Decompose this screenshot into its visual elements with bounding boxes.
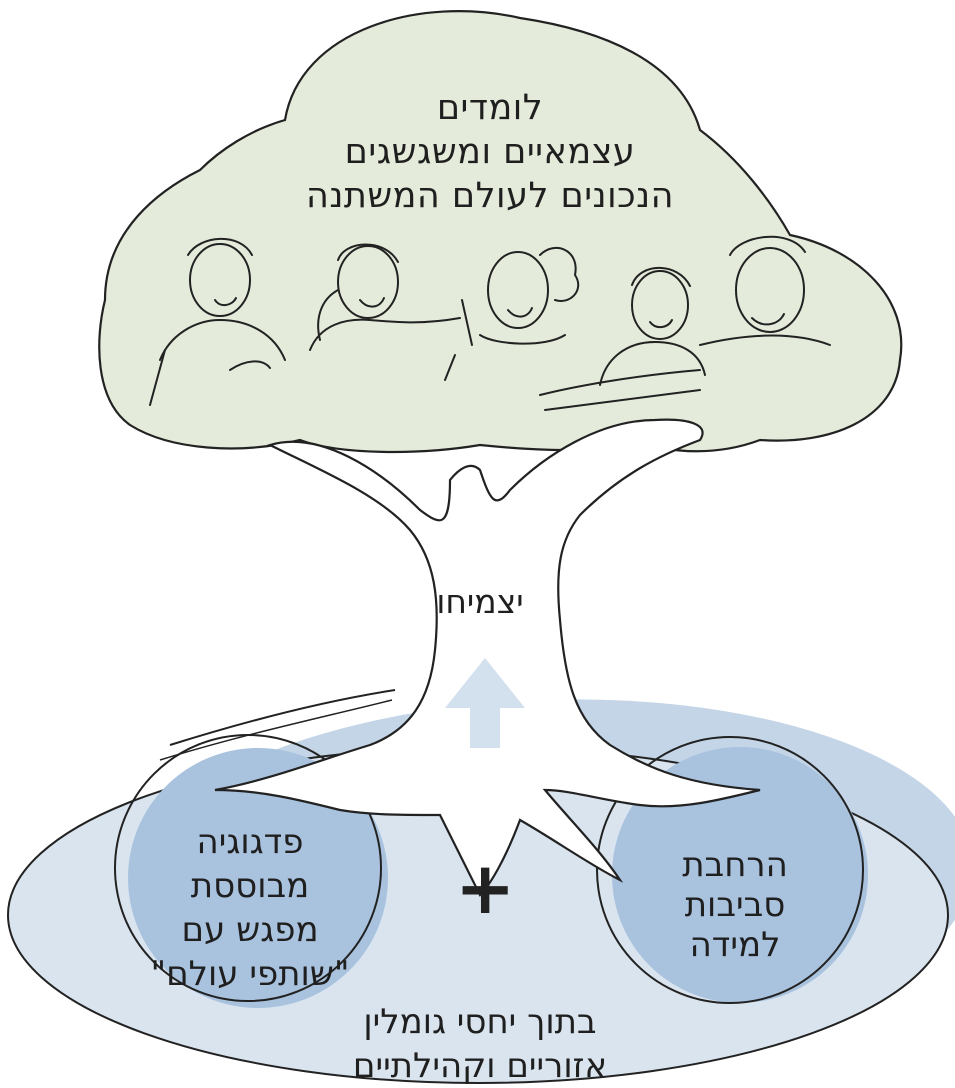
person-figure: [444, 246, 580, 381]
crown-line: לומדים: [436, 88, 544, 128]
person-figure: [309, 243, 473, 351]
ground-caption: בתוך יחסי גומלין אזוריים וקהילתיים: [300, 1000, 660, 1088]
left-root-line: "שותפי עולם": [150, 954, 350, 994]
ground-line: אזוריים וקהילתיים: [352, 1046, 608, 1086]
right-root-line: למידה: [689, 925, 781, 965]
person-figure: [539, 235, 831, 411]
sketch-line: [169, 689, 396, 746]
group-of-five-people-illustration: [149, 235, 831, 411]
ground-line: בתוך יחסי גומלין: [363, 1002, 597, 1042]
right-circle-fill: [612, 747, 868, 1003]
sketch-line: [159, 699, 393, 761]
right-root-line: הרחבת: [682, 845, 788, 885]
left-root-caption: פדגוגיה מבוססת מפגש עם "שותפי עולם": [120, 820, 380, 996]
left-root-line: מפגש עם: [181, 910, 319, 950]
plus-icon: +: [455, 846, 516, 930]
left-circle: [114, 734, 382, 1002]
tree-crown: [98, 10, 903, 454]
left-root-line: פדגוגיה: [196, 822, 304, 862]
left-root-line: מבוססת: [190, 866, 310, 906]
person-figure: [599, 266, 706, 386]
right-root-caption: הרחבת סביבות למידה: [650, 845, 820, 965]
right-root-line: סביבות: [684, 885, 786, 925]
crown-line: עצמאיים ומשגשגים: [344, 132, 636, 172]
up-arrow-icon: [445, 658, 525, 748]
left-circle-fill: [128, 748, 388, 1008]
trunk-label: יצמיחו: [436, 582, 524, 621]
person-figure: [149, 237, 286, 406]
right-circle: [596, 736, 864, 1004]
trunk-caption: יצמיחו: [400, 582, 560, 622]
crown-line: הנכונים לעולם המשתנה: [305, 176, 674, 216]
tree-trunk: [214, 418, 761, 897]
crown-caption: לומדים עצמאיים ומשגשגים הנכונים לעולם המ…: [300, 86, 680, 218]
